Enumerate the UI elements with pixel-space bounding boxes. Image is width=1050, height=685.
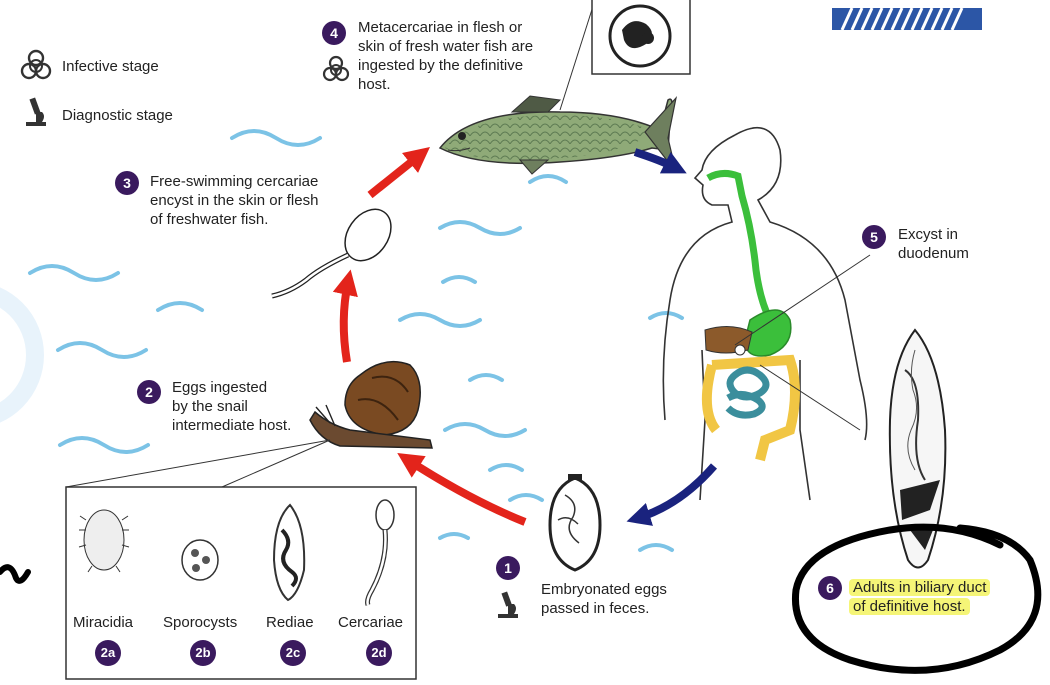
step-6-line-2: of definitive host. bbox=[849, 598, 970, 615]
snail-illustration bbox=[310, 362, 432, 448]
step-3-text: Free-swimming cercariae encyst in the sk… bbox=[150, 172, 318, 229]
step-4-badge: 4 bbox=[322, 21, 346, 45]
microscope-icon-step1 bbox=[498, 591, 518, 618]
gi-tract bbox=[705, 173, 795, 460]
logo-icon bbox=[832, 8, 982, 30]
biohazard-icon bbox=[22, 51, 50, 78]
step-4-text: Metacercariae in flesh or skin of fresh … bbox=[358, 18, 533, 94]
biohazard-icon-step4 bbox=[324, 57, 348, 80]
step-1-text: Embryonated eggs passed in feces. bbox=[541, 580, 667, 618]
stage-label-miracidia: Miracidia bbox=[73, 613, 133, 632]
inset-pointer bbox=[560, 0, 595, 110]
legend-diagnostic-label: Diagnostic stage bbox=[62, 106, 173, 125]
step-1-badge: 1 bbox=[496, 556, 520, 580]
step-2-badge: 2 bbox=[137, 380, 161, 404]
legend-infective-label: Infective stage bbox=[62, 57, 159, 76]
stage-label-cercariae: Cercariae bbox=[338, 613, 403, 632]
pointer-6 bbox=[760, 365, 860, 430]
annotation-squiggle bbox=[0, 567, 28, 581]
stage-tag-2d: 2d bbox=[366, 640, 392, 666]
stage-tag-2b: 2b bbox=[190, 640, 216, 666]
stage-label-rediae: Rediae bbox=[266, 613, 314, 632]
embryonated-egg bbox=[550, 474, 600, 570]
step-6-line-1: Adults in biliary duct bbox=[849, 579, 990, 596]
fish-illustration bbox=[440, 96, 676, 174]
step-6-badge: 6 bbox=[818, 576, 842, 600]
sporocyst bbox=[182, 540, 218, 580]
step-5-text: Excyst in duodenum bbox=[898, 225, 969, 263]
microscope-icon bbox=[26, 97, 46, 126]
stage-tag-2c: 2c bbox=[280, 640, 306, 666]
step-6-text: Adults in biliary duct of definitive hos… bbox=[849, 578, 990, 616]
step-3-badge: 3 bbox=[115, 171, 139, 195]
background-circle bbox=[0, 290, 35, 420]
step-2-text: Eggs ingested by the snail intermediate … bbox=[172, 378, 291, 435]
stage-label-sporocysts: Sporocysts bbox=[163, 613, 237, 632]
box-pointer-right bbox=[222, 440, 330, 487]
stage-tag-2a: 2a bbox=[95, 640, 121, 666]
step-5-badge: 5 bbox=[862, 225, 886, 249]
